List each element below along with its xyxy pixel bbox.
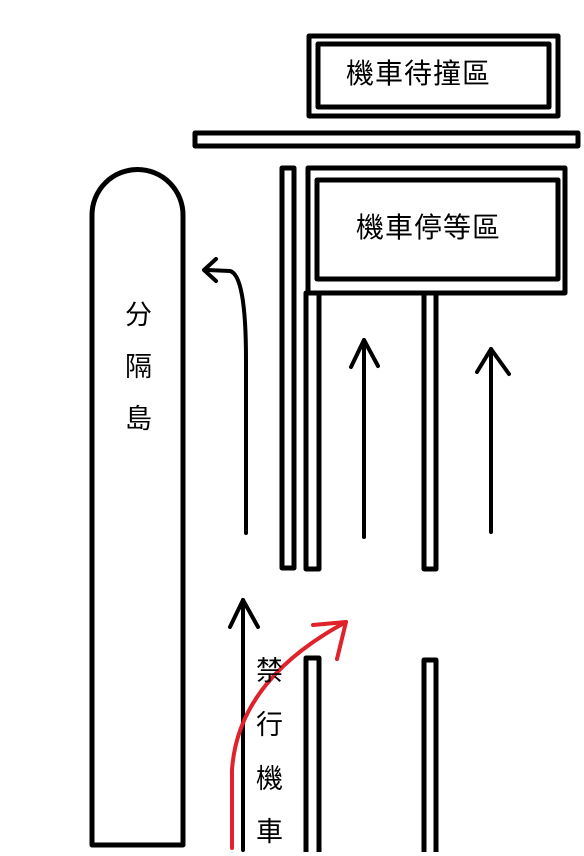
median-label-char: 島 bbox=[125, 404, 152, 435]
lane-divider-d bbox=[303, 655, 322, 856]
waiting-zone-inner-border bbox=[315, 41, 552, 110]
up-arrow-icon bbox=[475, 347, 511, 534]
stop-zone-inner-border bbox=[314, 177, 561, 282]
no-motorcycle-label-char: 機 bbox=[256, 764, 283, 795]
no-motorcycle-label-char: 車 bbox=[256, 817, 283, 848]
lane-divider-b bbox=[303, 290, 322, 572]
lane-divider-c bbox=[421, 290, 439, 572]
no-motorcycle-label-char: 行 bbox=[256, 710, 283, 741]
median-label-char: 隔 bbox=[125, 352, 152, 383]
stop-line bbox=[192, 130, 581, 149]
stop-zone-label: 機車停等區 bbox=[356, 211, 502, 244]
curved-left-arrow-icon bbox=[202, 257, 248, 535]
waiting-zone-label: 機車待撞區 bbox=[346, 57, 492, 90]
lane-divider-a bbox=[279, 165, 297, 571]
no-motorcycle-label-char: 禁 bbox=[256, 656, 283, 687]
up-arrow-icon bbox=[349, 338, 380, 539]
waiting-zone-outer-border bbox=[306, 33, 561, 119]
curved-right-arrow-icon bbox=[230, 620, 348, 850]
lane-divider-e bbox=[421, 657, 439, 856]
median-label-char: 分 bbox=[125, 300, 152, 331]
median-island bbox=[89, 167, 186, 848]
